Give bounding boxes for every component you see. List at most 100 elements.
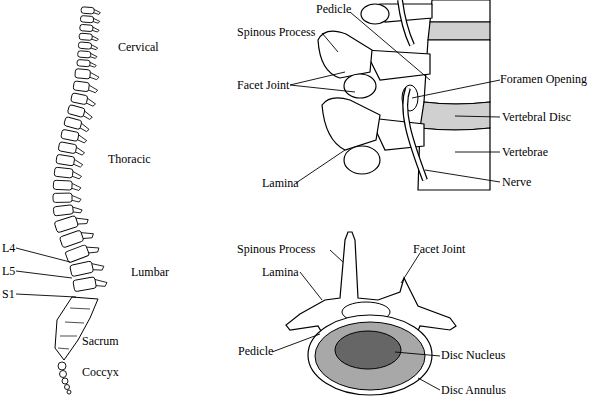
vertebral-body	[70, 261, 94, 277]
vertebral-body	[73, 81, 89, 92]
leader-line	[401, 253, 420, 283]
vertebral-body	[54, 167, 73, 178]
vertebra-segment	[53, 180, 81, 190]
part-label: Vertebral Disc	[502, 110, 571, 124]
part-label: Thoracic	[108, 152, 151, 166]
part-label: Cervical	[118, 40, 159, 54]
vertebra-segment	[54, 167, 82, 179]
vertebra-segment	[77, 59, 97, 67]
vertebral-body	[58, 142, 77, 154]
leader-line	[322, 33, 338, 52]
vertebral-body	[53, 205, 73, 216]
vertebral-body	[75, 69, 91, 79]
part-label: L4	[2, 241, 15, 255]
vertebra-segment	[54, 212, 89, 233]
part-label: Facet Joint	[237, 78, 289, 92]
vertebral-body	[59, 230, 84, 248]
facet-joint	[344, 74, 376, 98]
vertebral-body	[61, 129, 79, 141]
vertebral-body	[67, 104, 85, 117]
vertebra-segment	[53, 204, 82, 216]
leader-line	[16, 294, 76, 297]
vertebral-body	[78, 51, 91, 58]
vertebral-body	[64, 117, 82, 130]
nerve-root	[400, 0, 412, 45]
spinous-process	[322, 98, 380, 150]
vertebra-segment	[70, 259, 105, 277]
vertebra-segment	[73, 275, 108, 292]
vertebra-segment	[81, 7, 101, 15]
coccyx-segment	[67, 390, 71, 394]
vertebral-body	[424, 40, 490, 104]
facet-joint	[344, 146, 380, 174]
vertebra-segment	[59, 226, 94, 248]
vertebra-segment	[80, 16, 100, 24]
vertebral-disc	[428, 22, 490, 40]
part-label: Facet Joint	[413, 242, 465, 256]
vertebra-segment	[75, 69, 100, 80]
vertebral-body	[418, 128, 490, 190]
vertebra-segment	[79, 33, 99, 41]
vertebral-body	[73, 277, 97, 292]
coccyx-segment	[62, 378, 68, 384]
disc-nucleus	[335, 331, 401, 369]
part-label: Spinous Process	[237, 242, 315, 256]
part-label: Lumbar	[131, 265, 169, 279]
part-label: Disc Annulus	[441, 383, 506, 397]
vertebral-body	[53, 193, 72, 202]
sacrum-ridge	[70, 308, 90, 309]
part-label: Sacrum	[82, 334, 119, 348]
vertebra-segment	[71, 93, 97, 107]
part-label: Lamina	[262, 265, 299, 279]
vertebral-body	[54, 215, 78, 232]
part-label: Vertebrae	[502, 145, 548, 159]
vertebral-body	[80, 16, 93, 23]
leader-line	[425, 170, 500, 182]
vertebral-body	[80, 24, 93, 31]
vertebra-segment	[73, 81, 98, 93]
leader-line	[300, 272, 322, 300]
leader-line	[16, 271, 72, 278]
vertebra-top-view	[286, 232, 456, 395]
vertebral-body	[81, 7, 94, 14]
part-label: Lamina	[262, 176, 299, 190]
part-label: Foramen Opening	[500, 72, 587, 86]
vertebral-body	[78, 42, 92, 49]
part-label: S1	[2, 287, 15, 301]
leader-line	[455, 116, 500, 117]
leader-lines	[16, 12, 500, 390]
vertebrae-side-view	[318, 0, 490, 190]
part-label: Disc Nucleus	[441, 348, 505, 362]
leader-line	[455, 152, 500, 153]
part-label: Coccyx	[82, 365, 119, 379]
vertebra-segment	[58, 142, 86, 156]
sacrum-ridge	[65, 322, 84, 323]
leader-line	[272, 334, 320, 352]
part-label: Pedicle	[238, 344, 273, 358]
vertebra-segment	[80, 24, 100, 32]
part-label: Spinous Process	[237, 25, 315, 39]
vertebra-segment	[78, 42, 98, 50]
coccyx-segment	[58, 362, 66, 370]
leader-line	[290, 72, 345, 85]
vertebral-body	[53, 180, 72, 190]
sacrum-ridge	[58, 348, 69, 349]
vertebral-body	[56, 154, 75, 166]
leader-line	[290, 85, 355, 92]
vertebra-segment	[78, 51, 98, 59]
coccyx-segment	[60, 371, 67, 378]
leader-line	[412, 80, 500, 98]
leader-line	[330, 250, 343, 262]
vertebra-segment	[65, 241, 100, 263]
vertebral-body	[77, 59, 90, 66]
vertebral-body	[65, 245, 90, 263]
leader-line	[350, 12, 430, 80]
vertebral-body-rim	[308, 315, 432, 395]
vertebra-segment	[61, 129, 88, 143]
part-label: L5	[2, 264, 15, 278]
vertebral-body	[430, 0, 490, 22]
nerve-root	[405, 88, 425, 180]
part-label: Pedicle	[316, 2, 351, 16]
sacrum-ridge	[60, 336, 77, 337]
